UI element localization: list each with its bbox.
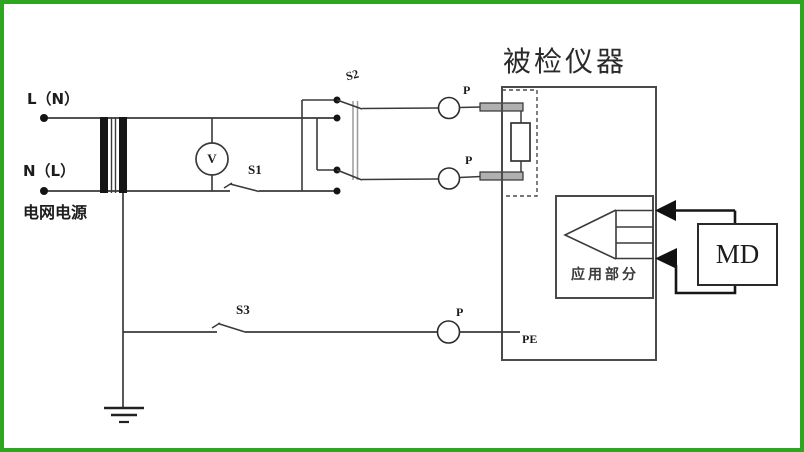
switch-s3: [211, 322, 246, 333]
label-probe-bottom: P: [465, 153, 473, 167]
dut-title: 被检仪器: [503, 45, 628, 78]
label-s1: S1: [248, 162, 262, 177]
voltmeter-circle: [195, 142, 229, 176]
s2-contact-dot: [333, 187, 341, 195]
label-n-line: N（L）: [23, 162, 76, 180]
earth-ground-symbol: [104, 406, 144, 424]
s2-blade-bottom: [336, 169, 363, 181]
md-arrow-top: [655, 200, 676, 221]
terminal-dot-l: [40, 114, 48, 122]
md-arrow-bottom-path: [674, 265, 737, 295]
wire-probe-to-pin-top: [459, 106, 482, 109]
label-applied-part: 应用部分: [571, 267, 639, 283]
mains-part-dashed-box: [501, 89, 538, 197]
patient-connection-cone: [563, 209, 654, 260]
md-box: [697, 223, 778, 286]
internal-resistor: [510, 122, 531, 162]
probe-terminal-bottom: [437, 167, 461, 190]
label-md: MD: [715, 239, 760, 269]
isolation-transformer: [100, 117, 127, 193]
label-s3: S3: [236, 302, 250, 317]
label-probe-pe: P: [456, 305, 464, 319]
transformer-winding-right: [119, 117, 127, 193]
voltmeter-label: V: [207, 151, 217, 166]
probe-terminal-pe: [436, 320, 461, 344]
wire-probe-to-pin-bottom: [459, 175, 482, 179]
switch-s1: [223, 182, 260, 193]
label-probe-top: P: [463, 83, 471, 97]
switch-s2: [336, 99, 363, 181]
transformer-winding-left: [100, 117, 108, 193]
s2-contact-dot: [333, 114, 341, 122]
wire-to-probe-bottom: [361, 178, 439, 181]
applied-part-box: [555, 195, 654, 299]
label-pe-terminal: PE: [522, 332, 538, 346]
dut-enclosure-box: [501, 86, 657, 361]
s2-blade-top: [336, 99, 363, 110]
md-arrow-bottom: [655, 248, 677, 269]
label-l-line: L（N）: [27, 90, 80, 108]
terminal-dot-n: [40, 187, 48, 195]
probe-terminal-top: [437, 96, 461, 120]
wire-to-probe-top: [361, 107, 439, 110]
label-mains-source: 电网电源: [23, 203, 88, 222]
